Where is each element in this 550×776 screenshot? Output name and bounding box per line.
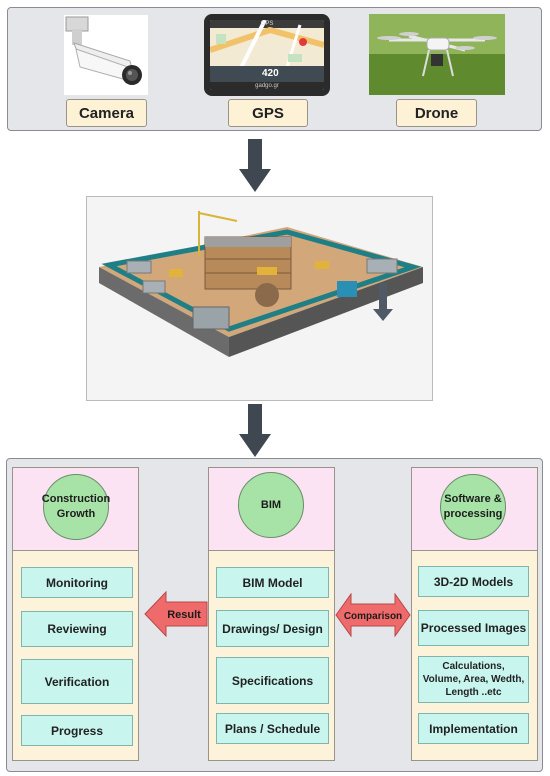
right-item-3d-2d-models: 3D-2D Models — [418, 566, 529, 597]
bim-circle: BIM — [238, 472, 304, 538]
gps-screen-value: 420 — [262, 68, 279, 79]
gps-screen-brand: gadgo.gr — [255, 83, 279, 89]
middle-item-specifications: Specifications — [216, 657, 329, 704]
right-item-processed-images: Processed Images — [418, 610, 529, 646]
gps-screen-title: GPS — [260, 21, 274, 27]
middle-item-bim-model: BIM Model — [216, 567, 329, 598]
result-label: Result — [167, 609, 201, 621]
drone-label: Drone — [396, 99, 477, 127]
right-item-implementation: Implementation — [418, 713, 529, 744]
right-item-calculations: Calculations, Volume, Area, Wedth, Lengt… — [418, 656, 529, 703]
middle-item-plans-schedule: Plans / Schedule — [216, 713, 329, 744]
result-arrow: Result — [144, 591, 208, 637]
middle-item-drawings-design: Drawings/ Design — [216, 610, 329, 647]
left-item-reviewing: Reviewing — [21, 611, 133, 647]
comparison-label: Comparison — [344, 611, 402, 622]
gps-device-icon: GPS 420 gadgo.gr — [204, 14, 330, 96]
left-item-monitoring: Monitoring — [21, 567, 133, 598]
software-processing-circle: Software & processing — [440, 474, 506, 540]
comparison-arrow: Comparison — [335, 593, 411, 637]
security-camera-icon — [64, 15, 148, 95]
drone-icon — [369, 14, 505, 95]
camera-label: Camera — [66, 99, 147, 127]
construction-site-3d-model — [86, 196, 433, 401]
gps-label: GPS — [228, 99, 308, 127]
down-arrow-2 — [239, 404, 271, 457]
left-item-verification: Verification — [21, 659, 133, 704]
down-arrow-1 — [239, 139, 271, 192]
left-item-progress: Progress — [21, 715, 133, 746]
construction-growth-circle: Construction Growth — [42, 474, 110, 540]
